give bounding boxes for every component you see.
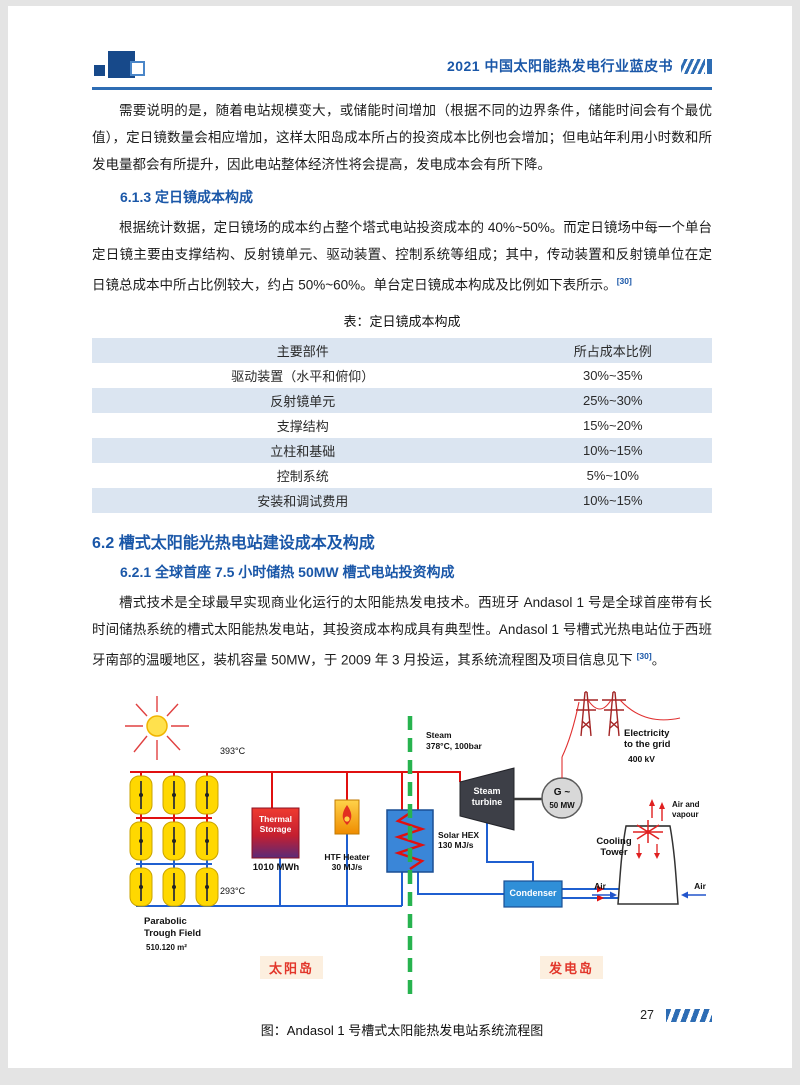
andasol-flow-graphics xyxy=(125,690,706,996)
reference-30: [30] xyxy=(616,275,632,286)
flame-core-icon xyxy=(344,815,350,822)
vapour-arrows-icon xyxy=(649,798,665,821)
paragraph-613: 根据统计数据，定日镜场的成本约占整个塔式电站投资成本的 40%~50%。而定日镜… xyxy=(92,219,712,293)
tower-downdraft-arrows-icon xyxy=(636,843,660,859)
table-cell: 25%~30% xyxy=(582,393,643,408)
heading-613: 6.1.3 定日镜成本构成 xyxy=(120,188,254,205)
table-cell: 10%~15% xyxy=(582,443,643,458)
reference-30: [30] xyxy=(636,651,652,661)
trough-area-label: 510.120 m² xyxy=(146,942,187,952)
flow-arrow-icon xyxy=(597,885,604,892)
table-row: 立柱和基础 10%~15% xyxy=(92,438,712,463)
power-line-wires xyxy=(561,699,681,778)
air-vapour-label: Air and vapour xyxy=(672,799,700,819)
temp-cold-label: 293°C xyxy=(220,885,246,896)
power-island-label: 发电岛 xyxy=(540,955,604,979)
steam-conditions-label: Steam 378°C, 100bar xyxy=(426,729,482,751)
heading-621: 6.2.1 全球首座 7.5 小时储热 50MW 槽式电站投资构成 xyxy=(120,564,455,580)
intro-paragraph: 需要说明的是，随着电站规模变大，或储能时间增加（根据不同的边界条件，储能时间会有… xyxy=(92,102,712,172)
page-footer: 27 xyxy=(640,1008,712,1022)
header-stripes-icon xyxy=(681,58,705,74)
header-rule xyxy=(92,87,712,90)
htf-heater-label: HTF Heater 30 MJ/s xyxy=(324,851,370,873)
footer-stripes-decoration xyxy=(666,1008,712,1022)
steam-turbine-label: Steam turbine xyxy=(471,785,503,807)
cooling-tower-label: Cooling Tower xyxy=(596,835,632,859)
thermal-storage-box xyxy=(251,807,300,858)
hot-pipe-lines xyxy=(130,770,461,822)
table-row: 驱动装置（水平和俯仰） 30%~35% xyxy=(92,363,712,388)
solar-island-label: 太阳岛 xyxy=(260,955,324,979)
header-bar-icon xyxy=(707,58,712,74)
sun-icon xyxy=(125,695,189,760)
storage-capacity-label: 1010 MWh xyxy=(252,861,300,873)
trough-field-label: Parabolic Trough Field xyxy=(144,915,201,939)
andasol-system-diagram: 393°C 293°C Steam 378°C, 100bar Thermal … xyxy=(92,684,714,1002)
flow-arrow-icon xyxy=(597,894,604,901)
table-row: 控制系统 5%~10% xyxy=(92,463,712,488)
table-header-component: 主要部件 xyxy=(276,344,329,359)
table-cell: 控制系统 xyxy=(276,469,329,484)
page-sheet: 2021 中国太阳能热发电行业蓝皮书 需要说明的是，随着电站规模变大，或储能时间… xyxy=(8,6,792,1068)
condenser-label: Condenser xyxy=(509,887,557,898)
transmission-tower-icon xyxy=(574,690,626,736)
page-header: 2021 中国太阳能热发电行业蓝皮书 xyxy=(92,50,712,82)
table-row: 反射镜单元 25%~30% xyxy=(92,388,712,413)
table-cell: 支撑结构 xyxy=(276,419,329,434)
bluebook-logo-icon xyxy=(92,50,154,82)
table-row: 安装和调试费用 10%~15% xyxy=(92,488,712,513)
logo-square-small xyxy=(94,65,105,76)
grid-voltage-label: 400 kV xyxy=(628,753,655,764)
air-inlet-arrows-icon xyxy=(592,891,706,898)
logo-square-outline xyxy=(130,61,145,76)
parabolic-trough-collectors xyxy=(129,775,219,906)
air-left-label: Air xyxy=(594,880,606,891)
table-cell: 10%~15% xyxy=(582,493,643,508)
table-cell: 驱动装置（水平和俯仰） xyxy=(231,369,375,384)
solar-hex-label: Solar HEX 130 MJ/s xyxy=(438,829,480,851)
table-header-row: 主要部件 所占成本比例 xyxy=(92,338,712,363)
document-title: 2021 中国太阳能热发电行业蓝皮书 xyxy=(446,58,673,74)
figure-caption: 图：Andasol 1 号槽式太阳能热发电站系统流程图 xyxy=(260,1022,544,1038)
cooling-fan-icon xyxy=(633,819,663,843)
table-cell: 反射镜单元 xyxy=(270,394,336,409)
condenser-box xyxy=(503,879,563,908)
air-right-label: Air xyxy=(694,880,706,891)
temp-hot-label: 393°C xyxy=(220,745,246,756)
generator-label: G ~ xyxy=(553,786,571,798)
cold-pipe-lines xyxy=(136,819,619,907)
table-row: 支撑结构 15%~20% xyxy=(92,413,712,438)
grid-label: Electricity to the grid xyxy=(624,727,671,751)
generator-shape xyxy=(541,776,583,819)
table-cell: 30%~35% xyxy=(582,368,643,383)
table-cell: 15%~20% xyxy=(582,418,643,433)
paragraph-621: 槽式技术是全球最早实现商业化运行的太阳能热发电技术。西班牙 Andasol 1 … xyxy=(92,595,712,668)
steam-turbine-shape xyxy=(459,766,515,831)
hex-coil-icon xyxy=(394,811,426,870)
table-cell: 5%~10% xyxy=(586,468,639,483)
heliostat-cost-table: 主要部件 所占成本比例 驱动装置（水平和俯仰） 30%~35% 反射镜单元 25%~… xyxy=(92,338,712,513)
heading-62: 6.2 槽式太阳能光热电站建设成本及构成 xyxy=(92,535,375,552)
thermal-storage-label: Thermal Storage xyxy=(258,813,293,835)
table-header-ratio: 所占成本比例 xyxy=(573,344,652,359)
table-cell: 立柱和基础 xyxy=(270,444,336,459)
table-cell: 安装和调试费用 xyxy=(257,494,349,509)
table-caption: 表：定日镜成本构成 xyxy=(343,314,461,329)
generator-power-label: 50 MW xyxy=(549,800,575,810)
page-number: 27 xyxy=(640,1008,654,1022)
